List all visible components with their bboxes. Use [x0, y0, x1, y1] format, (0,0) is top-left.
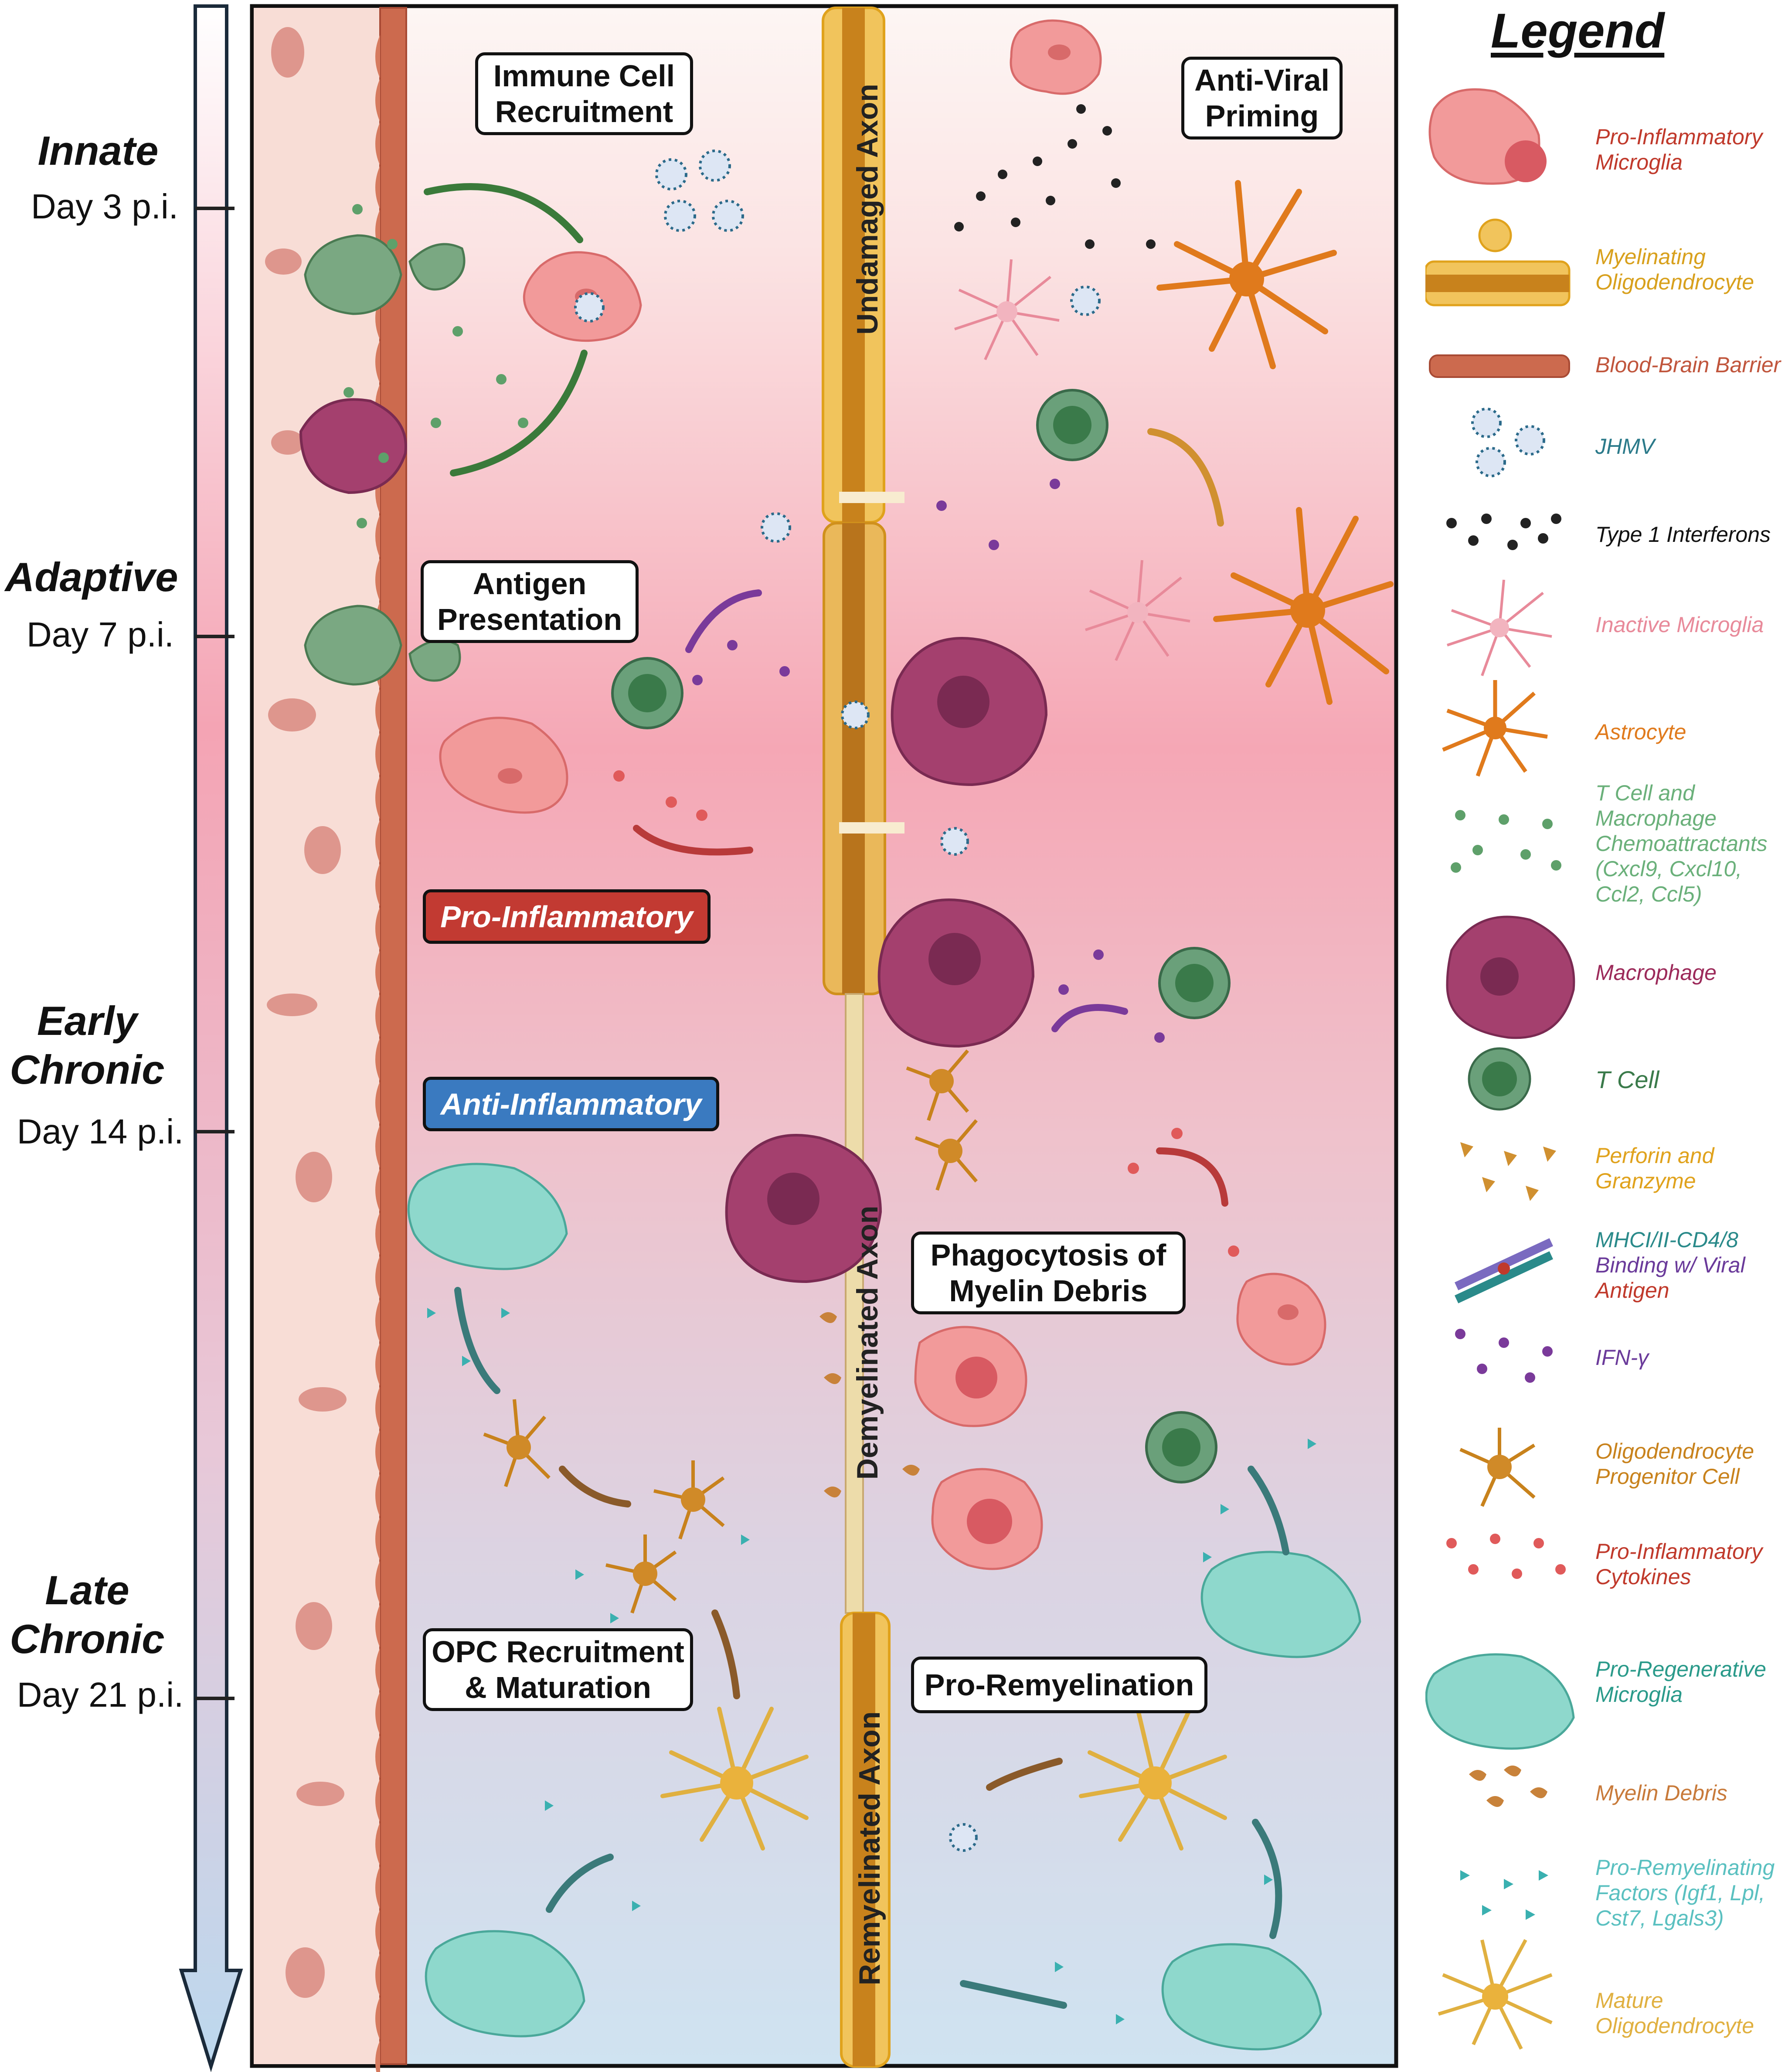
legend-icon-pro-inflammatory-microglia: [1428, 88, 1547, 185]
blood-vessel: [254, 8, 380, 2064]
cytokine-dots: [613, 770, 1239, 1257]
legend-title: Legend: [1491, 3, 1665, 58]
legend-label-type-1-interferons: Type 1 Interferons: [1595, 522, 1771, 547]
legend-icon-mature-oligodendrocyte: [1438, 1939, 1553, 2050]
mature-oligodendrocyte-cells: [660, 1707, 1227, 1851]
myelin-debris: [819, 1312, 920, 1497]
red-blood-cells: [265, 27, 347, 1998]
legend-icon-cytokines: [1446, 1534, 1566, 1579]
legend-label-myelinating-oligodendrocyte: Myelinating Oligodendrocyte: [1595, 245, 1754, 294]
legend-label-chemoattractants: T Cell and Macrophage Chemoattractants (…: [1595, 781, 1768, 906]
pro-regenerative-microglia-cells: [407, 1163, 1361, 2051]
legend-label-macrophage: Macrophage: [1595, 960, 1717, 985]
legend-icon-ifn-gamma: [1455, 1329, 1553, 1383]
callout-phagocytosis: Phagocytosis of Myelin Debris: [911, 1232, 1186, 1314]
legend-label-blood-brain-barrier: Blood-Brain Barrier: [1595, 353, 1781, 377]
legend-label-t-cell: T Cell: [1595, 1066, 1659, 1093]
astrocyte-cells: [1156, 180, 1394, 705]
callout-pro-remyelination: Pro-Remyelination: [911, 1657, 1207, 1713]
legend-icon-jhmv: [1471, 408, 1545, 477]
legend-label-pro-inflammatory-microglia: Pro-Inflammatory Microglia: [1595, 125, 1763, 174]
legend-icon-mhc-binding: [1455, 1238, 1553, 1303]
legend-label-mhc-line3: Antigen: [1595, 1278, 1669, 1303]
type-1-interferons: [954, 104, 1156, 249]
process-arrows: [424, 183, 1289, 2009]
legend-label-mature-oligodendrocyte: Mature Oligodendrocyte: [1595, 1988, 1754, 2038]
phase-day-late-chronic: Day 21 p.i.: [17, 1675, 184, 1714]
legend-label-perforin-granzyme: Perforin and Granzyme: [1595, 1143, 1714, 1193]
legend-label-inactive-microglia: Inactive Microglia: [1595, 612, 1764, 637]
jhmv-virions: [574, 150, 1101, 1852]
axon-label-remyelinated: Remyelinated Axon: [853, 1711, 886, 1986]
timeline-arrow: [179, 4, 243, 2072]
legend-icons: [1425, 88, 1575, 2050]
blood-brain-barrier: [379, 7, 407, 2065]
legend-label-pro-regenerative-microglia: Pro-Regenerative Microglia: [1595, 1657, 1766, 1707]
phase-title-late-chronic: Late Chronic: [10, 1567, 165, 1662]
label-anti-inflammatory: Anti-Inflammatory: [423, 1077, 719, 1131]
legend-label-astrocyte: Astrocyte: [1595, 720, 1686, 744]
axon-label-undamaged: Undamaged Axon: [851, 84, 884, 335]
legend-label-pro-remyelinating-factors: Pro-Remyelinating Factors (Igf1, Lpl, Cs…: [1595, 1855, 1775, 1930]
legend-icon-myelin-debris: [1469, 1766, 1547, 1807]
legend-icon-pro-regenerative-microglia: [1425, 1653, 1575, 1750]
legend-icon-type-1-interferons: [1446, 514, 1561, 550]
tick-late-chronic: [195, 1697, 235, 1700]
callout-opc-recruitment: OPC Recruitment & Maturation: [423, 1628, 693, 1711]
infiltrating-monocytes: [304, 234, 466, 686]
tick-adaptive: [195, 635, 235, 638]
legend-icon-perforin-granzyme: [1460, 1142, 1556, 1201]
barrier-cell-bumps: [375, 35, 380, 2072]
tick-innate: [195, 207, 235, 210]
legend-icon-chemoattractants: [1451, 810, 1561, 873]
legend-label-mhc-line2: Binding w/ Viral: [1595, 1253, 1745, 1277]
phase-day-innate: Day 3 p.i.: [31, 187, 178, 226]
phase-title-innate: Innate: [37, 128, 159, 174]
callout-antigen-presentation: Antigen Presentation: [421, 560, 639, 643]
phase-title-adaptive: Adaptive: [5, 554, 178, 600]
inactive-microglia-cells: [954, 259, 1190, 661]
opc-cells: [483, 1049, 978, 1614]
legend-label-cytokines: Pro-Inflammatory Cytokines: [1595, 1539, 1763, 1589]
phase-day-adaptive: Day 7 p.i.: [27, 615, 174, 654]
chemoattractant-dots: [343, 204, 528, 528]
tick-early-chronic: [195, 1130, 235, 1133]
legend-icon-inactive-microglia: [1447, 579, 1552, 677]
legend-label-opc: Oligodendrocyte Progenitor Cell: [1595, 1439, 1754, 1489]
axon: [822, 7, 904, 2068]
legend-icon-opc: [1459, 1428, 1536, 1507]
axon-label-demyelinated: Demyelinated Axon: [851, 1205, 884, 1480]
legend-label-mhc-line1: MHCI/II-CD4/8: [1595, 1228, 1738, 1252]
legend-icon-t-cell: [1468, 1047, 1531, 1111]
legend-icon-macrophage: [1446, 915, 1575, 1039]
label-pro-inflammatory: Pro-Inflammatory: [423, 889, 711, 944]
ifn-gamma-dots: [692, 479, 1165, 1043]
legend-icon-blood-brain-barrier: [1429, 354, 1570, 378]
legend-label-myelin-debris: Myelin Debris: [1595, 1781, 1727, 1805]
phase-title-early-chronic: Early Chronic: [10, 998, 165, 1092]
pro-remyelinating-factor-dots: [427, 1308, 1316, 2024]
legend-icon-astrocyte: [1442, 680, 1548, 777]
legend-label-ifn-gamma: IFN-γ: [1595, 1345, 1649, 1370]
legend-icon-pro-remyelinating-factors: [1460, 1870, 1548, 1920]
callout-anti-viral-priming: Anti-Viral Priming: [1181, 57, 1343, 139]
phase-day-early-chronic: Day 14 p.i.: [17, 1112, 184, 1151]
legend-icon-myelinating-oligodendrocyte: [1425, 218, 1571, 306]
callout-immune-cell-recruitment: Immune Cell Recruitment: [475, 52, 693, 135]
legend-label-jhmv: JHMV: [1595, 434, 1655, 459]
